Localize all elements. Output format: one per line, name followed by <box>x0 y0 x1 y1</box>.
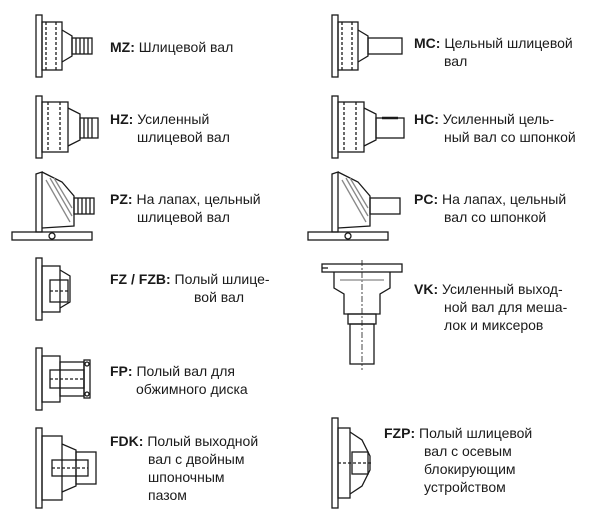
label-pc-line-2: вал со шпонкой <box>444 209 547 225</box>
label-pc-code: PC: <box>414 191 439 207</box>
drawing-vk <box>321 260 403 370</box>
label-fzp-line-4: устройством <box>424 479 506 495</box>
drawing-fdk <box>35 427 97 509</box>
label-pc: PC: На лапах, цельный вал со шпонкой <box>414 190 596 226</box>
label-vk-code: VK: <box>414 281 439 297</box>
drawing-fz <box>35 257 71 321</box>
label-fz: FZ / FZB: Полый шлице- вой вал <box>110 270 310 306</box>
drawing-pc <box>307 171 401 241</box>
label-fdk-line-4: пазом <box>148 487 187 503</box>
label-fzp-line-2: вал с осевым <box>424 443 512 459</box>
drawing-hz <box>35 95 99 159</box>
label-mz-line-1: Шлицевой вал <box>138 39 234 55</box>
drawing-mc <box>331 14 403 78</box>
label-vk-line-1: Усиленный выход- <box>442 281 563 297</box>
label-fz-line-2: вой вал <box>194 289 245 305</box>
label-mc-code: MC: <box>414 35 441 51</box>
label-hz-code: HZ: <box>110 111 134 127</box>
drawing-pz <box>11 171 95 241</box>
label-fz-code: FZ / FZB: <box>110 271 171 287</box>
label-fp-line-1: Полый вал для <box>136 363 235 379</box>
label-pz: PZ: На лапах, цельный шлицевой вал <box>110 190 300 226</box>
label-fdk-line-1: Полый выходной <box>147 433 259 449</box>
drawing-mz <box>35 14 93 78</box>
label-hz-line-2: шлицевой вал <box>137 129 230 145</box>
label-mz: MZ: Шлицевой вал <box>110 38 280 56</box>
label-fzp: FZP: Полый шлицевой вал с осевым блокиру… <box>384 424 596 496</box>
drawing-fzp <box>331 417 372 509</box>
label-hc-line-2: ный вал со шпонкой <box>444 129 576 145</box>
label-vk-line-3: лок и миксеров <box>444 317 544 333</box>
label-mc-line-1: Цельный шлицевой <box>444 35 573 51</box>
drawing-hc <box>331 95 405 159</box>
label-hc-code: HC: <box>414 111 439 127</box>
label-pc-line-1: На лапах, цельный <box>442 191 567 207</box>
label-fdk: FDK: Полый выходной вал с двойным шпоноч… <box>110 432 300 504</box>
label-fzp-line-1: Полый шлицевой <box>419 425 533 441</box>
label-fzp-code: FZP: <box>384 425 416 441</box>
label-hc-line-1: Усиленный цель- <box>442 111 555 127</box>
drawing-fp <box>35 347 91 411</box>
label-vk-line-2: ной вал для меша- <box>444 299 568 315</box>
label-pz-line-1: На лапах, цельный <box>136 191 261 207</box>
label-fdk-code: FDK: <box>110 433 144 449</box>
label-vk: VK: Усиленный выход- ной вал для меша- л… <box>414 280 596 334</box>
label-hz-line-1: Усиленный <box>137 111 210 127</box>
label-pz-code: PZ: <box>110 191 133 207</box>
label-fp: FP: Полый вал для обжимного диска <box>110 362 290 398</box>
label-fdk-line-2: вал с двойным <box>148 451 245 467</box>
label-fz-line-1: Полый шлице- <box>174 271 270 287</box>
label-pz-line-2: шлицевой вал <box>137 209 230 225</box>
label-hz: HZ: Усиленный шлицевой вал <box>110 110 280 146</box>
label-fzp-line-3: блокирующим <box>424 461 516 477</box>
label-fp-line-2: обжимного диска <box>136 381 248 397</box>
label-fp-code: FP: <box>110 363 133 379</box>
label-mz-code: MZ: <box>110 39 135 55</box>
label-mc: MC: Цельный шлицевой вал <box>414 34 596 70</box>
label-hc: HC: Усиленный цель- ный вал со шпонкой <box>414 110 596 146</box>
label-fdk-line-3: шпоночным <box>148 469 225 485</box>
label-mc-line-2: вал <box>444 53 468 69</box>
